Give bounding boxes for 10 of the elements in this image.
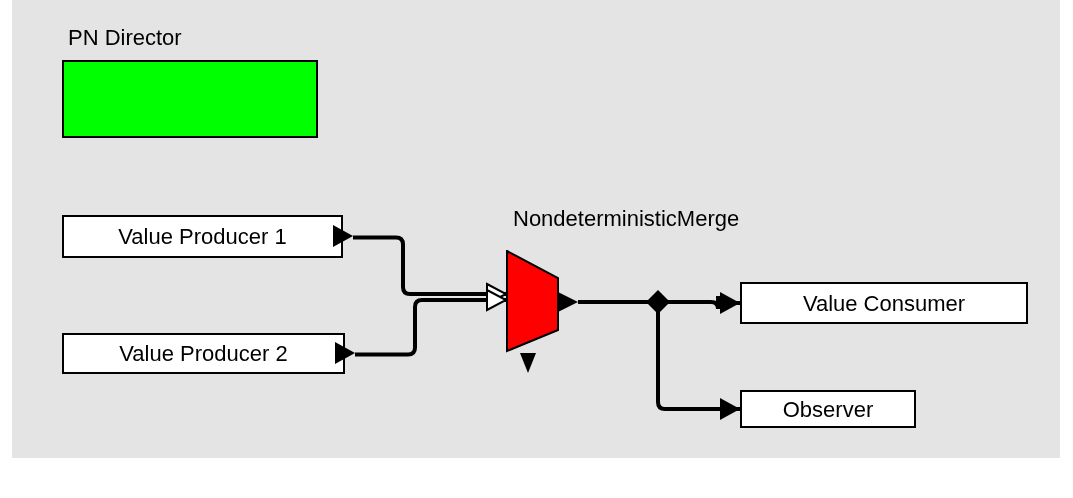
- actor-box: Value Consumer: [740, 282, 1028, 324]
- connector-arrow: [355, 289, 507, 357]
- actor-box: Observer: [740, 390, 916, 428]
- connector-arrow: [656, 312, 740, 420]
- actor-box: Value Producer 1: [62, 215, 343, 258]
- actor-label: NondeterministicMerge: [513, 205, 740, 233]
- director-label: PN Director: [68, 24, 183, 52]
- connector-arrow: [668, 292, 740, 314]
- actor-box: Value Producer 2: [62, 333, 345, 374]
- relation-diamond: [646, 290, 670, 314]
